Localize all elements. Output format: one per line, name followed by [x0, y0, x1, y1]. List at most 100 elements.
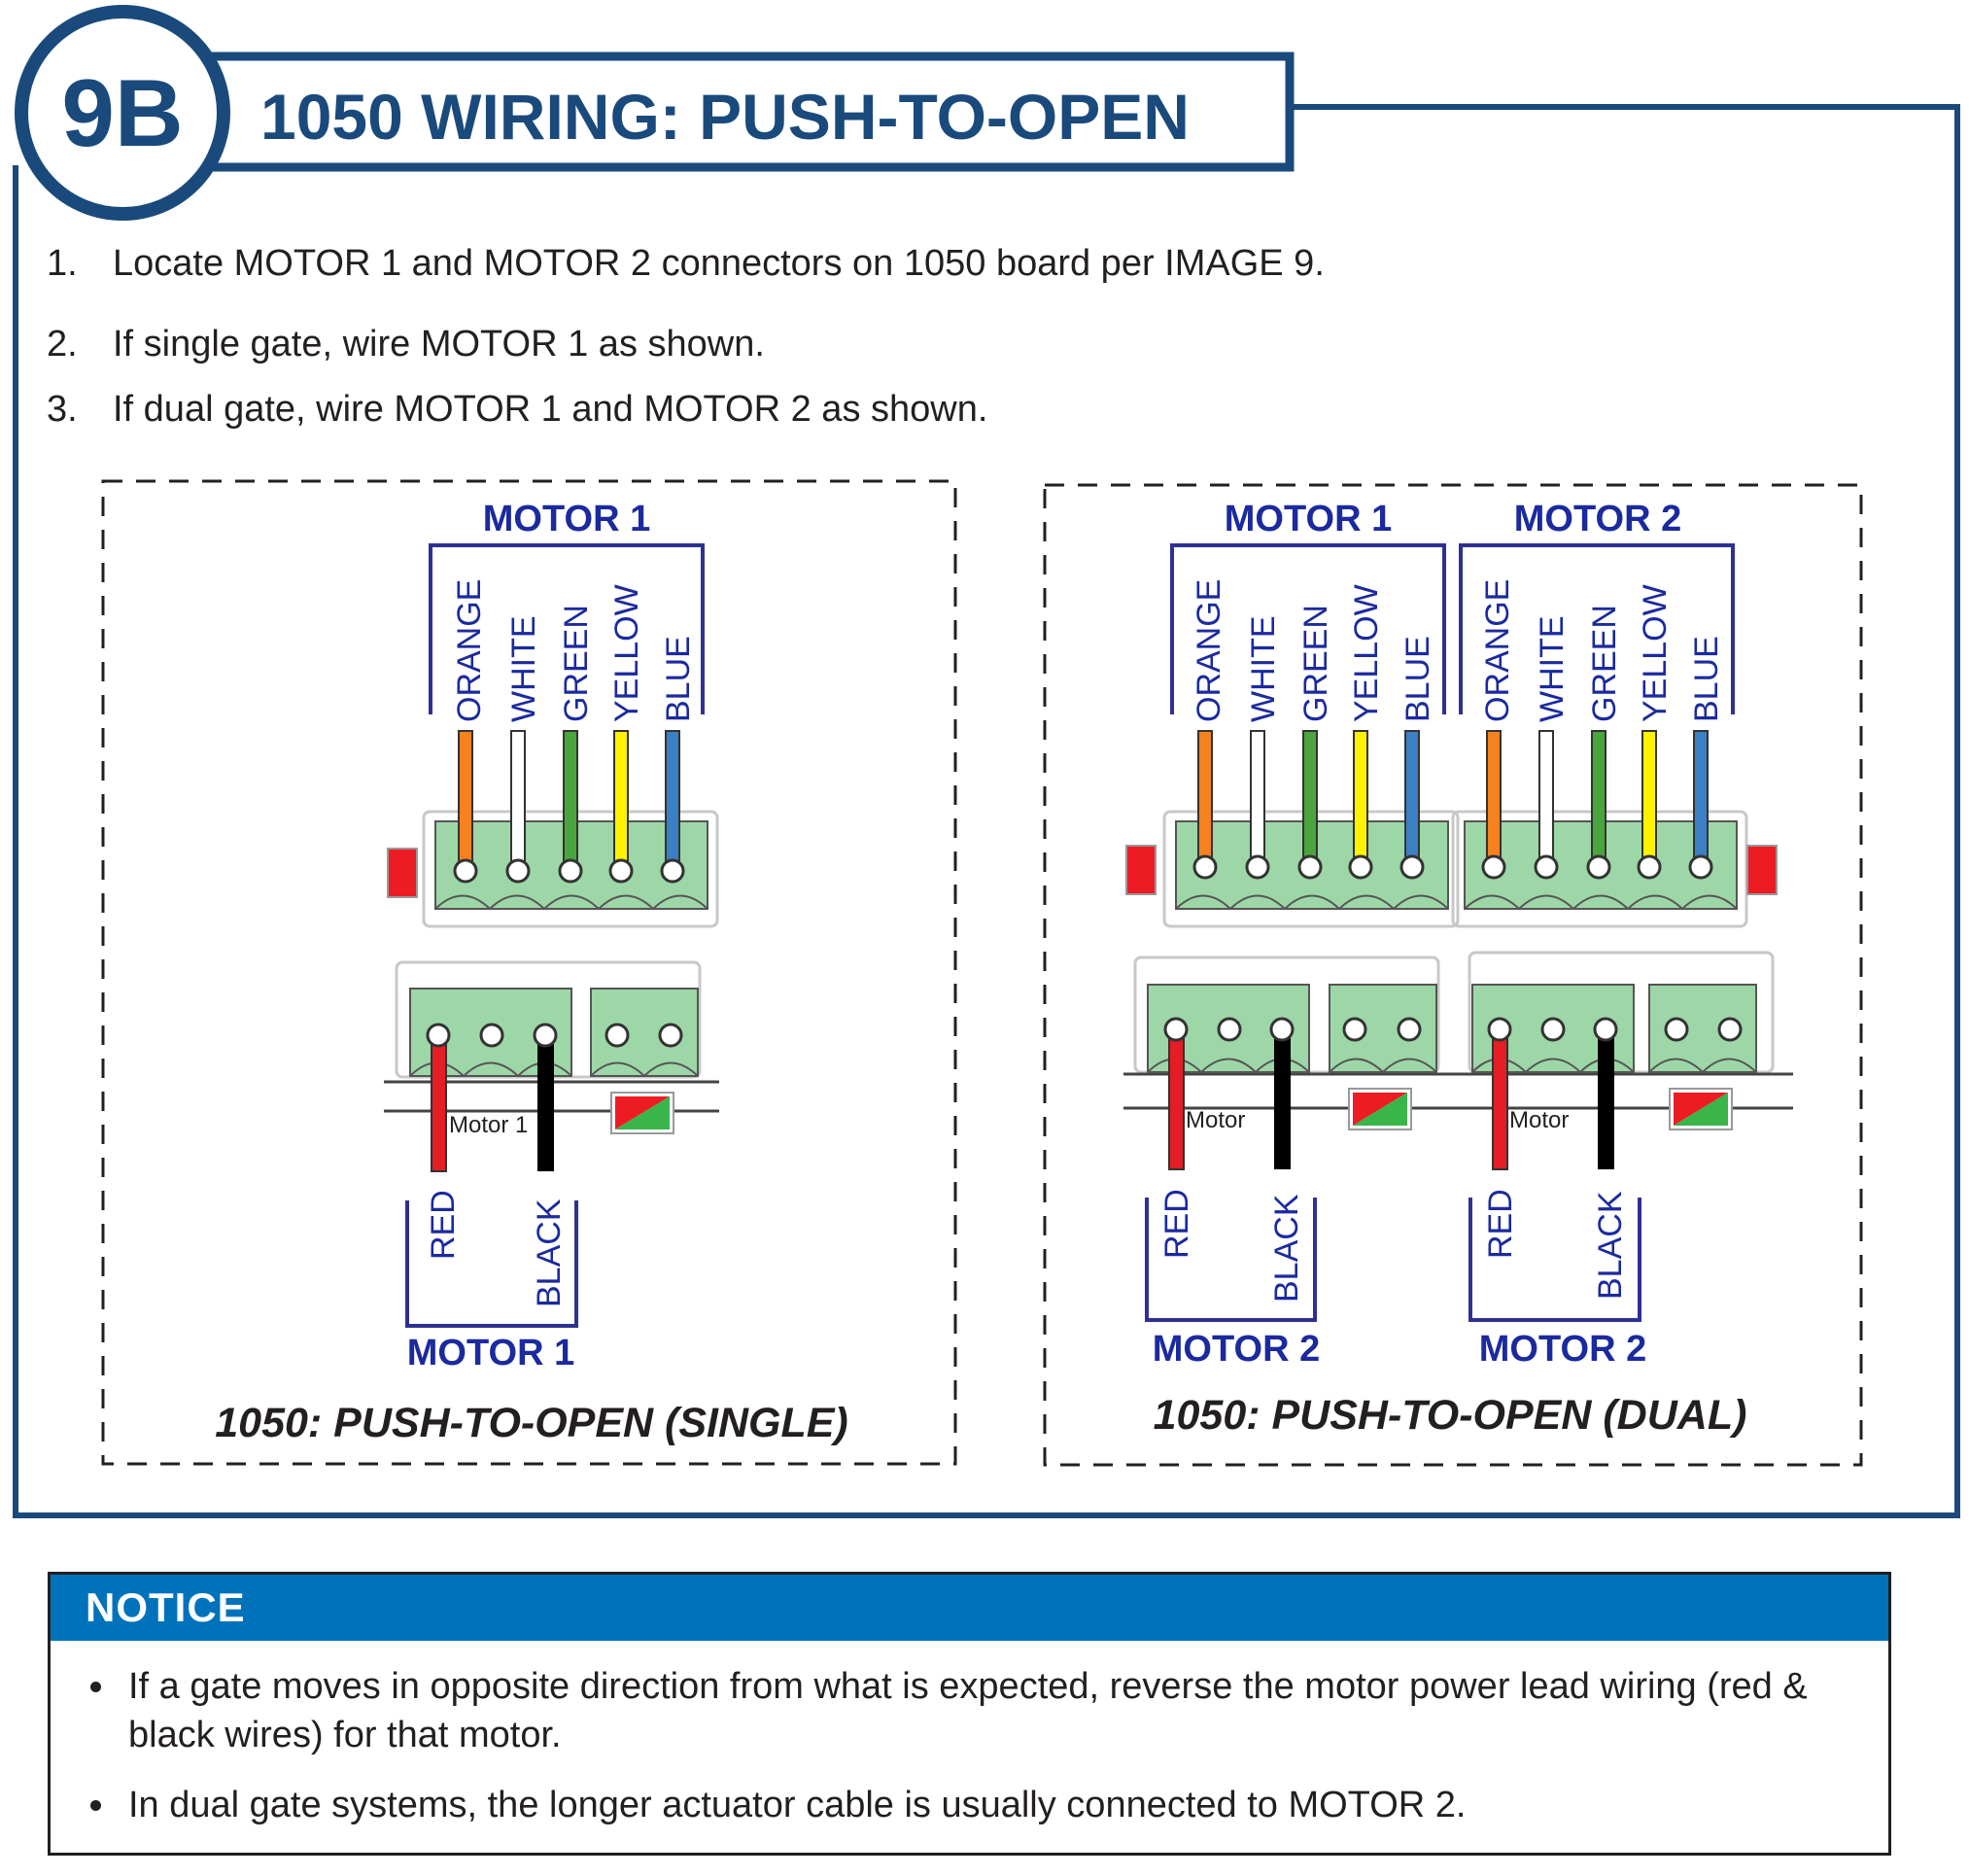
black-wire: [537, 1040, 554, 1171]
pin: [1717, 1017, 1743, 1042]
dual-wire-labels-1: ORANGE WHITE GREEN YELLOW BLUE: [1191, 579, 1436, 722]
pin: [1487, 1017, 1512, 1042]
dual-bottom-bracket-2: [1468, 1198, 1641, 1322]
single-top-wires: [458, 730, 680, 868]
notice-item: In dual gate systems, the longer actuato…: [119, 1781, 1888, 1829]
wire-white: [510, 730, 526, 868]
dual-top-bracket-1: [1170, 543, 1446, 714]
single-caption: 1050: PUSH-TO-OPEN (SINGLE): [215, 1400, 848, 1446]
pin: [1593, 1017, 1618, 1042]
dual-panel: [1043, 483, 1863, 1467]
dual-bottom-motor-label-2: MOTOR 2: [1479, 1329, 1646, 1370]
pin: [658, 1023, 683, 1048]
plug-scallops: [434, 894, 708, 911]
dual-top-pins: [1192, 854, 1713, 880]
wire-white: [1538, 730, 1554, 868]
wire-label-white: WHITE: [1245, 615, 1282, 722]
single-top-bracket: [429, 543, 705, 714]
dual-caption: 1050: PUSH-TO-OPEN (DUAL): [1154, 1392, 1747, 1439]
wire-label-black: BLACK: [531, 1199, 568, 1307]
wire-orange: [1197, 730, 1213, 868]
wire-label-orange: ORANGE: [1191, 579, 1227, 722]
wire-label-black: BLACK: [1592, 1191, 1629, 1300]
wire-white: [1250, 730, 1265, 868]
plug-scallops: [1464, 894, 1738, 911]
pin: [1481, 854, 1506, 880]
red-wire: [431, 1039, 447, 1172]
pin: [1397, 1017, 1422, 1042]
step-text: If dual gate, wire MOTOR 1 and MOTOR 2 a…: [113, 389, 988, 430]
single-bottom-motor-label: MOTOR 1: [407, 1333, 574, 1373]
step-text: Locate MOTOR 1 and MOTOR 2 connectors on…: [113, 243, 1325, 284]
notice-list: If a gate moves in opposite direction fr…: [51, 1662, 1888, 1829]
single-top-pins: [453, 858, 685, 884]
wire-label-yellow: YELLOW: [608, 584, 645, 722]
step-3: 3. If dual gate, wire MOTOR 1 and MOTOR 2…: [47, 389, 987, 431]
wire-green: [563, 730, 578, 868]
step-text: If single gate, wire MOTOR 1 as shown.: [113, 324, 765, 365]
wire-label-green: GREEN: [558, 605, 595, 722]
wire-label-blue: BLUE: [1688, 636, 1725, 722]
led-indicator: [387, 848, 418, 898]
step-number: 3.: [47, 389, 78, 430]
wire-blue: [665, 730, 680, 868]
dual-top-motor2-label: MOTOR 2: [1514, 499, 1681, 539]
wire-label-green: GREEN: [1297, 605, 1334, 722]
pin: [1637, 854, 1662, 880]
single-diagram: MOTOR 1 ORANGE WHITE GREEN YELLOW BLUE: [215, 499, 848, 1446]
wire-orange: [1486, 730, 1502, 868]
board-motor-label: Motor 1: [449, 1112, 528, 1138]
notice-item: If a gate moves in opposite direction fr…: [119, 1662, 1888, 1759]
dual-wire-pins: [1163, 1017, 1618, 1042]
pin: [1217, 1017, 1242, 1042]
page-title: 1050 WIRING: PUSH-TO-OPEN: [260, 81, 1190, 153]
pin: [1297, 854, 1323, 880]
red-wire: [1492, 1034, 1508, 1170]
wire-yellow: [1353, 730, 1368, 868]
single-wire-labels: ORANGE WHITE GREEN YELLOW BLUE: [451, 579, 697, 722]
terminal-scallops: [1329, 1058, 1437, 1074]
wire-label-red: RED: [1482, 1189, 1519, 1259]
pin: [479, 1023, 504, 1048]
status-led-icon: [610, 1092, 674, 1134]
terminal-scallops: [1648, 1058, 1757, 1074]
board-motor-label-1: Motor: [1186, 1107, 1245, 1133]
step-2: 2.If single gate, wire MOTOR 1 as shown.: [47, 324, 765, 365]
pin: [1342, 1017, 1367, 1042]
dual-board-pins: [1217, 1017, 1743, 1042]
section-frame: [13, 104, 1960, 1518]
wire-green: [1591, 730, 1606, 868]
pin: [1688, 854, 1713, 880]
pin: [1348, 854, 1373, 880]
single-panel: [101, 479, 957, 1466]
dual-top-motor1-label: MOTOR 1: [1225, 499, 1392, 539]
wire-label-yellow: YELLOW: [1637, 584, 1674, 722]
pin: [453, 858, 478, 884]
pin: [426, 1023, 451, 1048]
wire-green: [1302, 730, 1318, 868]
dual-top-bracket-2: [1459, 543, 1735, 714]
led-indicator: [1125, 845, 1157, 895]
pin: [660, 858, 685, 884]
pin: [533, 1023, 558, 1048]
pin: [505, 858, 531, 884]
red-wire: [1168, 1034, 1185, 1170]
wire-yellow: [1641, 730, 1657, 868]
title-box: [190, 52, 1295, 172]
dual-bottom-motor-label-1: MOTOR 2: [1153, 1329, 1320, 1370]
terminal-scallops: [590, 1061, 699, 1078]
single-top-motor-label: MOTOR 1: [483, 499, 650, 539]
badge-label: 9B: [61, 59, 183, 166]
pin: [1664, 1017, 1689, 1042]
wire-label-white: WHITE: [505, 615, 542, 722]
wire-label-orange: ORANGE: [1479, 579, 1516, 722]
section-badge: [15, 5, 230, 221]
dual-top-wires-1: [1197, 730, 1420, 868]
status-led-icon: [1669, 1088, 1733, 1130]
dual-bottom-bracket-1: [1145, 1198, 1317, 1322]
wire-orange: [458, 730, 473, 868]
pin: [608, 858, 634, 884]
board-pins: [479, 1023, 683, 1048]
pin: [1399, 854, 1425, 880]
